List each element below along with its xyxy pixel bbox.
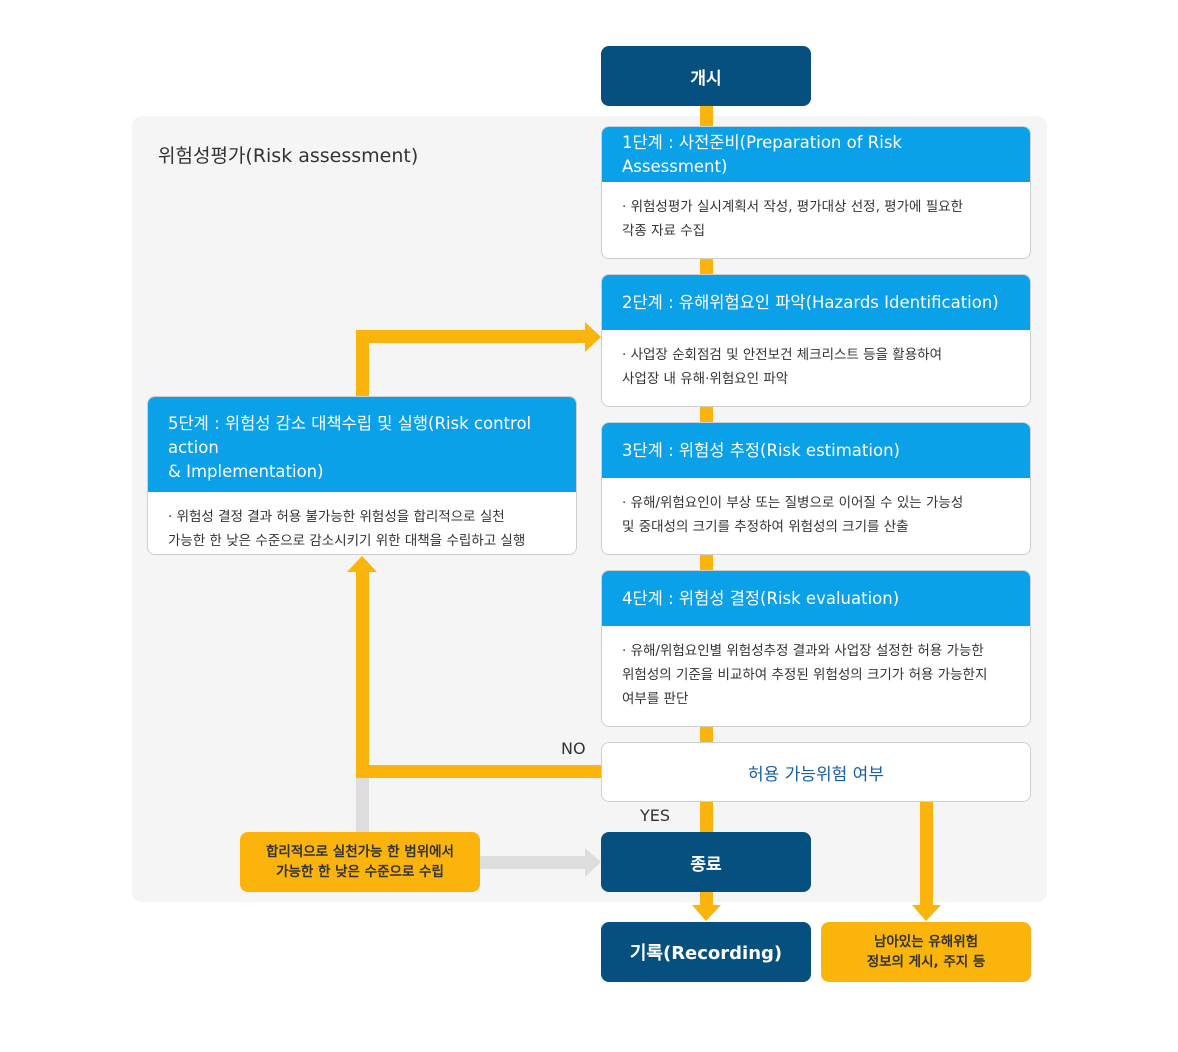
yes-label: YES: [640, 806, 671, 825]
step-5-title-line: & Implementation): [168, 462, 324, 481]
step-1-description: · 위험성평가 실시계획서 작성, 평가대상 선정, 평가에 필요한 각종 자료…: [602, 182, 1030, 243]
step-4-line: 여부를 판단: [622, 691, 689, 707]
step-1-line: 각종 자료 수집: [622, 223, 706, 239]
step5-arrowhead: [347, 556, 377, 572]
residual-line: 정보의 게시, 주지 등: [866, 954, 986, 970]
recording-arrowhead: [692, 905, 721, 921]
reasonable-line: 합리적으로 실천가능 한 범위에서: [266, 844, 454, 860]
gray-arrowhead: [585, 848, 601, 877]
step-2-card: 2단계 : 유해위험요인 파악(Hazards Identification) …: [601, 274, 1031, 407]
step-5-card: 5단계 : 위험성 감소 대책수립 및 실행(Risk control acti…: [147, 396, 577, 555]
decision-to-residual-connector: [920, 800, 933, 908]
reasonable-practicable-box: 합리적으로 실천가능 한 범위에서 가능한 한 낮은 수준으로 수립: [240, 832, 480, 892]
loop-vertical-connector: [356, 330, 369, 397]
step-2-title: 2단계 : 유해위험요인 파악(Hazards Identification): [602, 275, 1030, 330]
step-1-title: 1단계 : 사전준비(Preparation of Risk Assessmen…: [602, 127, 1030, 182]
step-4-card: 4단계 : 위험성 결정(Risk evaluation) · 유해/위험요인별…: [601, 570, 1031, 727]
region-title: 위험성평가(Risk assessment): [158, 145, 419, 167]
step-4-line: · 유해/위험요인별 위험성추정 결과와 사업장 설정한 허용 가능한: [622, 643, 984, 659]
step-5-line: · 위험성 결정 결과 허용 불가능한 위험성을 합리적으로 실천: [168, 509, 505, 525]
step-3-card: 3단계 : 위험성 추정(Risk estimation) · 유해/위험요인이…: [601, 422, 1031, 555]
no-vertical-connector: [356, 570, 369, 778]
residual-arrowhead: [912, 905, 941, 921]
step-1-line: · 위험성평가 실시계획서 작성, 평가대상 선정, 평가에 필요한: [622, 199, 963, 215]
step-3-line: · 유해/위험요인이 부상 또는 질병으로 이어질 수 있는 가능성: [622, 495, 964, 511]
gray-horizontal-connector: [480, 856, 588, 869]
reasonable-line: 가능한 한 낮은 수준으로 수립: [276, 864, 444, 880]
no-horizontal-connector: [356, 765, 602, 778]
step-3-description: · 유해/위험요인이 부상 또는 질병으로 이어질 수 있는 가능성 및 중대성…: [602, 478, 1030, 539]
step-2-line: · 사업장 순회점검 및 안전보건 체크리스트 등을 활용하여: [622, 347, 942, 363]
start-box: 개시: [601, 46, 811, 106]
residual-line: 남아있는 유해위험: [873, 934, 979, 950]
step-5-description: · 위험성 결정 결과 허용 불가능한 위험성을 합리적으로 실천 가능한 한 …: [148, 492, 576, 553]
step-2-line: 사업장 내 유해·위험요인 파악: [622, 371, 789, 387]
step-5-title-line: 5단계 : 위험성 감소 대책수립 및 실행(Risk control acti…: [168, 414, 532, 457]
step-5-line: 가능한 한 낮은 수준으로 감소시키기 위한 대책을 수립하고 실행: [168, 533, 526, 549]
recording-box: 기록(Recording): [601, 922, 811, 982]
step-4-description: · 유해/위험요인별 위험성추정 결과와 사업장 설정한 허용 가능한 위험성의…: [602, 626, 1030, 711]
step-4-line: 위험성의 기준을 비교하여 추정된 위험성의 크기가 허용 가능한지: [622, 667, 988, 683]
step2-arrowhead: [585, 322, 601, 352]
loop-horizontal-connector: [356, 330, 588, 343]
residual-risk-box: 남아있는 유해위험 정보의 게시, 주지 등: [821, 922, 1031, 982]
no-label: NO: [561, 739, 586, 758]
step-3-line: 및 중대성의 크기를 추정하여 위험성의 크기를 산출: [622, 519, 909, 535]
step-1-card: 1단계 : 사전준비(Preparation of Risk Assessmen…: [601, 126, 1031, 259]
end-box: 종료: [601, 832, 811, 892]
step-4-title: 4단계 : 위험성 결정(Risk evaluation): [602, 571, 1030, 626]
step-3-title: 3단계 : 위험성 추정(Risk estimation): [602, 423, 1030, 478]
acceptable-risk-decision: 허용 가능위험 여부: [601, 742, 1031, 802]
step-5-title: 5단계 : 위험성 감소 대책수립 및 실행(Risk control acti…: [148, 397, 576, 492]
step-2-description: · 사업장 순회점검 및 안전보건 체크리스트 등을 활용하여 사업장 내 유해…: [602, 330, 1030, 391]
gray-vertical-connector: [356, 776, 369, 834]
end-to-recording-connector: [700, 888, 713, 908]
